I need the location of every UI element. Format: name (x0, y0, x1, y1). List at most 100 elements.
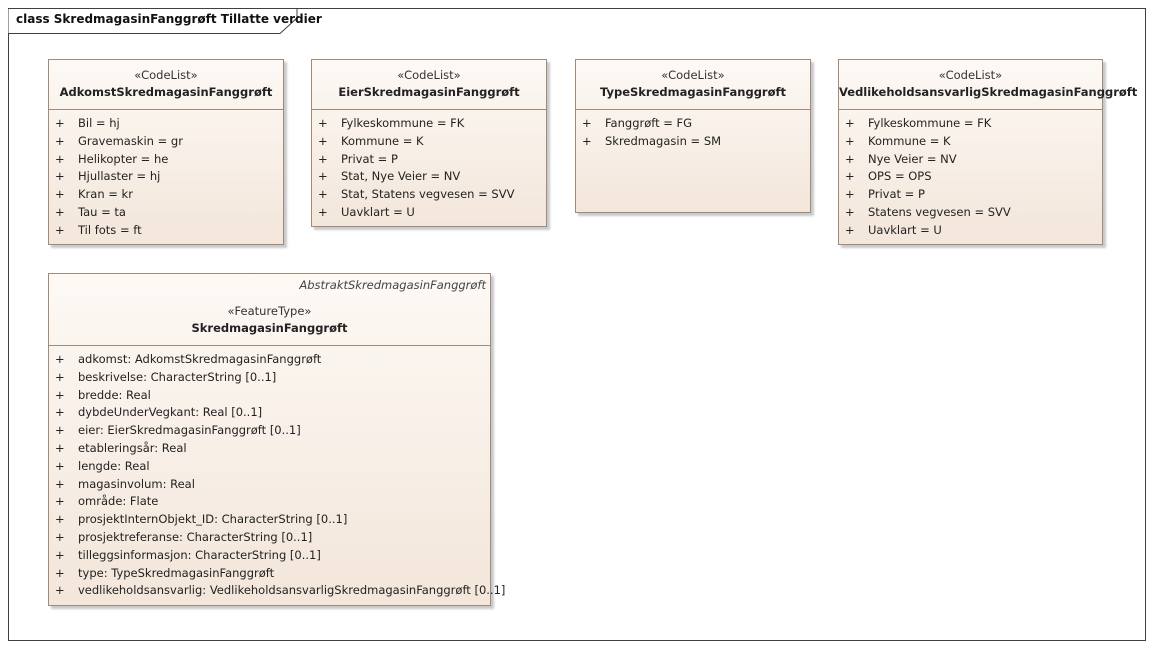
class-item: +prosjektreferanse: CharacterString [0..… (49, 530, 490, 548)
class-item: +bredde: Real (49, 388, 490, 406)
visibility-marker: + (55, 583, 65, 598)
class-item: +Bil = hj (49, 116, 283, 134)
class-name: SkredmagasinFanggrøft (191, 321, 348, 335)
class-item: +Skredmagasin = SM (576, 134, 810, 152)
class-item: + Til fots = ft (49, 223, 283, 241)
visibility-marker: + (55, 494, 65, 509)
class-skredmagasin-featuretype[interactable]: AbstraktSkredmagasinFanggrøft«FeatureTyp… (48, 273, 505, 606)
class-stereotype: «CodeList» (397, 68, 461, 82)
visibility-marker: + (845, 187, 855, 202)
class-item: +Uavklart = U (839, 223, 1102, 241)
class-item-text: Til fots = ft (78, 222, 142, 237)
class-item-text: Hjullaster = hj (78, 169, 161, 184)
visibility-marker: + (55, 458, 65, 473)
class-item: + vedlikeholdsansvarlig: Vedlikeholdsansv… (49, 583, 505, 601)
class-item: + Nye Veier = NV (839, 152, 1102, 170)
visibility-marker: + (55, 133, 65, 148)
class-item-text: magasinvolum: Real (78, 476, 195, 491)
class-type-codelist[interactable]: «CodeList» TypeSkredmagasinFanggrøft +Fang… (575, 59, 811, 213)
class-item-text: Fylkeskommune = FK (868, 116, 992, 130)
visibility-marker: + (55, 222, 65, 237)
class-item: +Uavklart = U (312, 205, 546, 223)
class-item-text: Fylkeskommune = FK (341, 116, 465, 130)
visibility-marker: + (318, 133, 328, 148)
class-item-text: dybdeUnderVegkant: Real [0..1] (78, 405, 263, 420)
class-stereotype: «CodeList» (938, 68, 1003, 82)
class-item-text: Gravemaskin = gr (78, 133, 183, 148)
visibility-marker: + (55, 405, 65, 420)
visibility-marker: + (55, 547, 65, 562)
class-item: + eier: EierSkredmagasinFanggrøft [0..1] (49, 423, 490, 441)
class-item: +Stat, Statens vegvesen = SVV (312, 187, 546, 205)
visibility-marker: + (55, 169, 65, 184)
visibility-marker: + (55, 352, 65, 366)
class-item: + lengde: Real (49, 459, 490, 477)
class-adkomst-codelist[interactable]: «CodeList»AdkomstSkredmagasinFanggrøft+B… (48, 59, 284, 245)
class-vedlikeholdsansvarlig-codelist[interactable]: «CodeList»VedlikeholdsansvarligSkredmaga… (838, 59, 1137, 245)
class-item-text: OPS = OPS (868, 169, 932, 184)
title-tab-shape (8, 8, 298, 34)
visibility-marker: + (318, 169, 328, 184)
class-name: TypeSkredmagasinFanggrøft (599, 85, 787, 99)
visibility-marker: + (55, 423, 65, 438)
class-eier-codelist[interactable]: «CodeList»EierSkredmagasinFanggrøft+Fylk… (311, 59, 547, 227)
class-item-text: Kommune = K (868, 133, 951, 148)
class-stereotype: «CodeList» (661, 68, 725, 82)
class-item-text: adkomst: AdkomstSkredmagasinFanggrøft (78, 352, 322, 366)
class-stereotype: «FeatureType» (227, 304, 312, 318)
class-item-text: lengde: Real (78, 458, 150, 473)
class-item-text: prosjektreferanse: CharacterString [0..1… (78, 529, 313, 544)
class-item: + magasinvolum: Real (49, 477, 490, 495)
class-item-text: Kommune = K (341, 133, 424, 148)
class-item: + Gravemaskin = gr (49, 134, 283, 152)
class-item-text: beskrivelse: CharacterString [0..1] (78, 369, 277, 384)
visibility-marker: + (582, 116, 592, 130)
class-item-text: vedlikeholdsansvarlig: Vedlikeholdsansva… (78, 583, 506, 598)
class-item: + Privat = P (312, 152, 546, 170)
class-header: «CodeList»VedlikeholdsansvarligSkredmaga… (839, 60, 1137, 110)
class-item: +type: TypeSkredmagasinFanggrøft (49, 566, 490, 584)
visibility-marker: + (55, 476, 65, 491)
class-item-text: Privat = P (341, 151, 398, 166)
class-item-text: Uavklart = U (341, 204, 415, 219)
class-item: +Tau = ta (49, 205, 283, 223)
class-item: +tilleggsinformasjon: CharacterString [0… (49, 548, 490, 566)
class-items-list: + Fylkeskommune = FK + Kommune = K + Nye Veie… (839, 110, 1102, 241)
class-item-text: eier: EierSkredmagasinFanggrøft [0..1] (78, 423, 301, 438)
visibility-marker: + (318, 151, 328, 166)
class-item: + Hjullaster = hj (49, 169, 283, 187)
visibility-marker: + (55, 512, 65, 527)
class-item-text: område: Flate (78, 494, 159, 509)
class-header: «CodeList» EierSkredmagasinFanggrøft (312, 60, 546, 110)
visibility-marker: + (845, 222, 855, 237)
class-item-text: Privat = P (868, 187, 925, 202)
class-item-text: Nye Veier = NV (868, 151, 957, 166)
class-item-text: Helikopter = he (78, 151, 169, 166)
visibility-marker: + (55, 387, 65, 402)
class-item-text: Bil = hj (78, 116, 120, 130)
visibility-marker: + (55, 440, 65, 455)
class-item-text: Skredmagasin = SM (605, 133, 722, 148)
class-item: +Fanggrøft = FG (576, 116, 810, 134)
visibility-marker: + (55, 187, 65, 202)
class-item: + adkomst: AdkomstSkredmagasinFanggrøft (49, 352, 490, 370)
visibility-marker: + (55, 369, 65, 384)
class-item-text: Stat, Nye Veier = NV (341, 169, 461, 184)
visibility-marker: + (845, 151, 855, 166)
class-stereotype: «CodeList» (134, 68, 198, 82)
class-item: +OPS = OPS (839, 169, 1102, 187)
class-item: + område: Flate (49, 494, 490, 512)
class-item: +Fylkeskommune = FK (312, 116, 546, 134)
class-item: +Statens vegvesen = SVV (839, 205, 1102, 223)
visibility-marker: + (318, 187, 328, 202)
class-item: + etableringsår: Real (49, 441, 490, 459)
diagram-title: class SkredmagasinFanggrøft Tillatte ver… (16, 12, 322, 26)
class-item: + beskrivelse: CharacterString [0..1] (49, 370, 490, 388)
class-name: EierSkredmagasinFanggrøft (338, 85, 520, 99)
class-item-text: etableringsår: Real (78, 440, 187, 455)
visibility-marker: + (55, 151, 65, 166)
class-items-list: +Bil = hj+Gravemaskin = gr+Helikopter = … (49, 110, 283, 241)
class-item-text: prosjektInternObjekt_ID: CharacterString… (78, 512, 348, 527)
class-item: + prosjektInternObjekt_ID: CharacterStrin… (49, 512, 490, 530)
class-header: «CodeList»AdkomstSkredmagasinFanggrøft (49, 60, 283, 110)
